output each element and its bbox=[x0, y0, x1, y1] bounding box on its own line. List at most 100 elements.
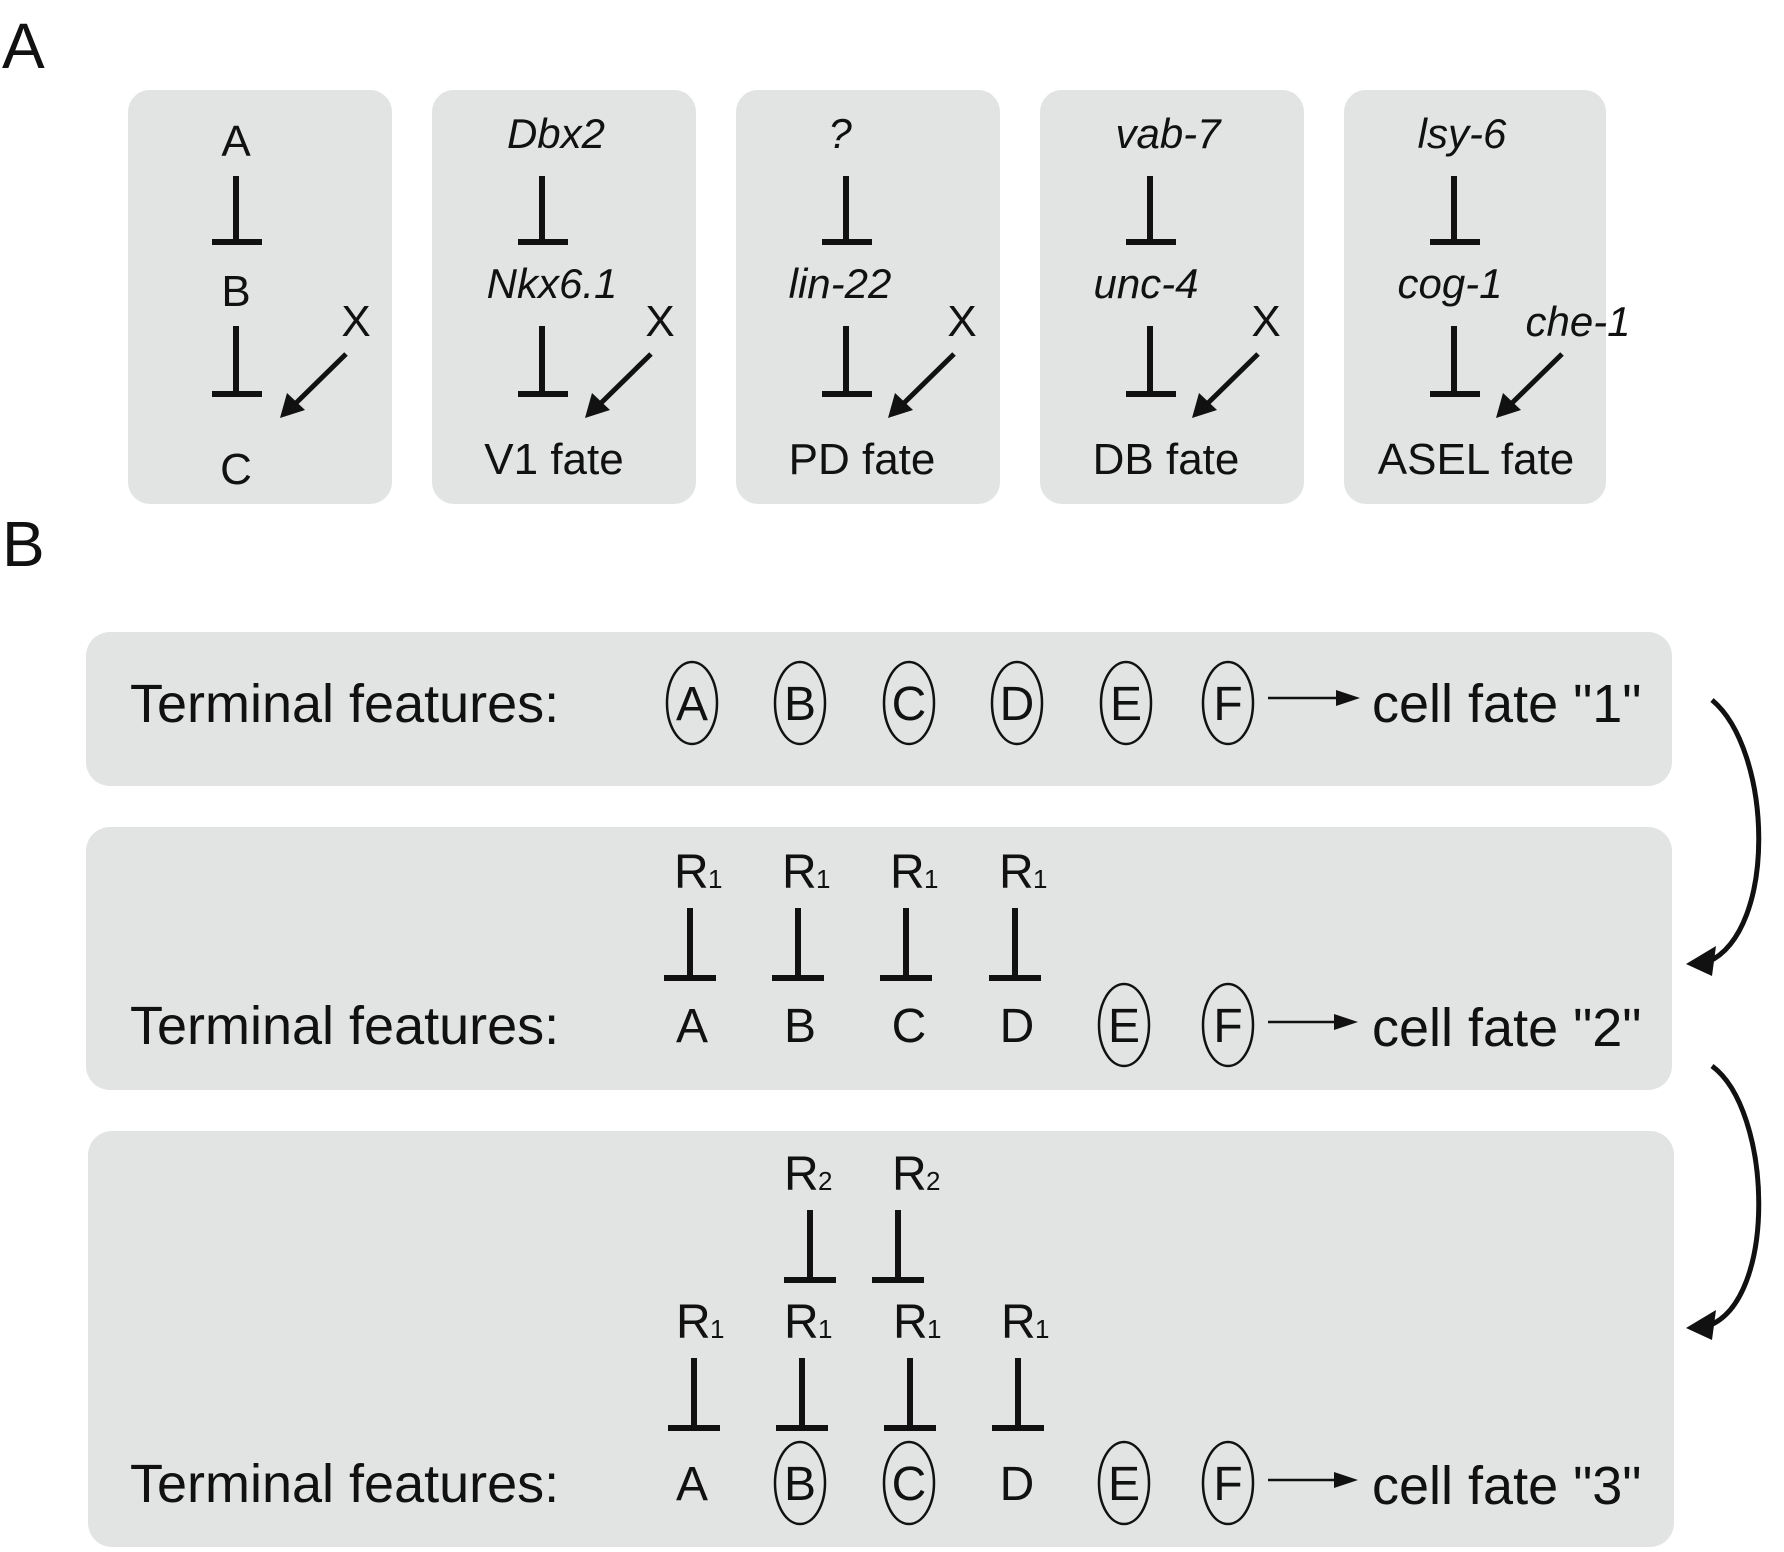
feature-letter: C bbox=[892, 678, 927, 731]
activation-arrow bbox=[1205, 352, 1260, 406]
feature-d: D bbox=[1000, 1458, 1035, 1511]
circled-marker bbox=[1201, 1440, 1255, 1526]
activation-arrow bbox=[293, 352, 348, 406]
repressor-letter: R bbox=[892, 1148, 927, 1201]
pathway-box-background bbox=[1040, 90, 1304, 504]
row-label: Terminal features: bbox=[130, 996, 559, 1056]
circled-marker bbox=[1099, 660, 1153, 746]
inhibition-bar bbox=[668, 1358, 720, 1431]
inhibition-bar bbox=[1430, 176, 1480, 245]
repressor-letter: R bbox=[674, 846, 709, 899]
feature-letter: E bbox=[1110, 678, 1142, 731]
feature-d: D bbox=[1000, 1000, 1035, 1053]
circled-marker bbox=[773, 1440, 827, 1526]
repressor-subscript: 1 bbox=[710, 1314, 724, 1344]
pathway-output: DB fate bbox=[1093, 435, 1240, 484]
circled-marker bbox=[773, 660, 827, 746]
pathway-middle: cog-1 bbox=[1397, 260, 1502, 307]
row-label: Terminal features: bbox=[130, 1454, 559, 1514]
activation-arrowhead bbox=[585, 393, 610, 418]
panel-b: Terminal features: A B C D E bbox=[86, 632, 1762, 1547]
repressor-letter: R bbox=[676, 1296, 711, 1349]
feature-letter: F bbox=[1213, 1000, 1242, 1053]
activation-arrow bbox=[1509, 352, 1564, 406]
inhibition-bar bbox=[992, 1358, 1044, 1431]
cell-fate-label: cell fate "2" bbox=[1372, 998, 1641, 1058]
feature-c: C bbox=[882, 1440, 936, 1526]
repressor-letter: R bbox=[890, 846, 925, 899]
pathway-top: vab-7 bbox=[1115, 110, 1222, 157]
pathway-output: V1 fate bbox=[484, 435, 623, 484]
pathway-box-1: A B X C bbox=[128, 90, 392, 504]
feature-letter: B bbox=[784, 678, 816, 731]
repressor-letter: R bbox=[784, 1148, 819, 1201]
pathway-top: Dbx2 bbox=[507, 110, 605, 157]
circled-marker bbox=[665, 660, 719, 746]
feature-a: A bbox=[676, 1458, 708, 1511]
inhibition-bar bbox=[1430, 326, 1480, 397]
inhibition-bar bbox=[822, 176, 872, 245]
repressor-r2-c: R 2 bbox=[872, 1148, 940, 1283]
feature-letter: C bbox=[892, 1458, 927, 1511]
activation-arrow bbox=[901, 352, 956, 406]
circled-marker bbox=[990, 660, 1044, 746]
inhibition-bar bbox=[872, 1210, 924, 1283]
repressor-r1-c: R 1 bbox=[880, 846, 938, 981]
repressor-subscript: 1 bbox=[1033, 864, 1047, 894]
pathway-activator: che-1 bbox=[1525, 298, 1630, 345]
pathway-activator: X bbox=[645, 297, 674, 346]
repressor-subscript: 1 bbox=[1035, 1314, 1049, 1344]
activation-arrowhead bbox=[1192, 393, 1217, 418]
inhibition-bar bbox=[989, 908, 1041, 981]
inhibition-bar bbox=[822, 326, 872, 397]
fate-arrowhead bbox=[1334, 1472, 1358, 1488]
repressor-r1-a: R 1 bbox=[664, 846, 722, 981]
feature-e: E bbox=[1097, 1440, 1151, 1526]
panel-a: A B X C Dbx2 Nkx6.1 X V1 fate ? lin-2 bbox=[128, 90, 1631, 504]
activation-arrow bbox=[598, 352, 653, 406]
feature-b: B bbox=[773, 660, 827, 746]
pathway-middle: Nkx6.1 bbox=[487, 260, 618, 307]
activation-arrowhead bbox=[280, 393, 305, 418]
repressor-r1-b: R 1 bbox=[776, 1296, 832, 1431]
repressor-letter: R bbox=[999, 846, 1034, 899]
circled-marker bbox=[1097, 982, 1151, 1068]
feature-a: A bbox=[665, 660, 719, 746]
feature-f: F bbox=[1201, 982, 1255, 1068]
pathway-box-4: vab-7 unc-4 X DB fate bbox=[1040, 90, 1304, 504]
repressor-letter: R bbox=[782, 846, 817, 899]
inhibition-bar bbox=[212, 176, 262, 245]
feature-a: A bbox=[676, 1000, 708, 1053]
repressor-subscript: 2 bbox=[818, 1166, 832, 1196]
feature-e: E bbox=[1099, 660, 1153, 746]
transition-arrow-2-3 bbox=[1707, 1063, 1762, 1329]
pathway-activator: X bbox=[1251, 297, 1280, 346]
fate-arrowhead bbox=[1334, 1014, 1358, 1030]
repressor-r2-b: R 2 bbox=[784, 1148, 836, 1283]
feature-letter: D bbox=[1000, 678, 1035, 731]
repressor-letter: R bbox=[784, 1296, 819, 1349]
cell-fate-label: cell fate "1" bbox=[1372, 674, 1641, 734]
pathway-box-5: lsy-6 cog-1 che-1 ASEL fate bbox=[1344, 90, 1631, 504]
inhibition-bar bbox=[664, 908, 716, 981]
feature-c: C bbox=[882, 660, 936, 746]
row-label: Terminal features: bbox=[130, 674, 559, 734]
inhibition-bar bbox=[1126, 326, 1176, 397]
repressor-letter: R bbox=[1001, 1296, 1036, 1349]
circled-marker bbox=[882, 660, 936, 746]
repressor-r1-c: R 1 bbox=[884, 1296, 941, 1431]
fate-row-2-background bbox=[86, 827, 1672, 1090]
transition-arrowhead-2-3 bbox=[1686, 1310, 1716, 1340]
pathway-top: ? bbox=[828, 110, 852, 157]
circled-marker bbox=[882, 1440, 936, 1526]
pathway-middle: lin-22 bbox=[789, 260, 892, 307]
fate-row-1: Terminal features: A B C D E bbox=[130, 660, 1641, 746]
pathway-output: C bbox=[220, 445, 252, 494]
pathway-middle: unc-4 bbox=[1093, 260, 1198, 307]
fate-row-3-background bbox=[88, 1131, 1674, 1547]
repressor-r1-d: R 1 bbox=[992, 1296, 1049, 1431]
pathway-box-background bbox=[432, 90, 696, 504]
feature-letter: E bbox=[1108, 1000, 1140, 1053]
repressor-subscript: 2 bbox=[926, 1166, 940, 1196]
